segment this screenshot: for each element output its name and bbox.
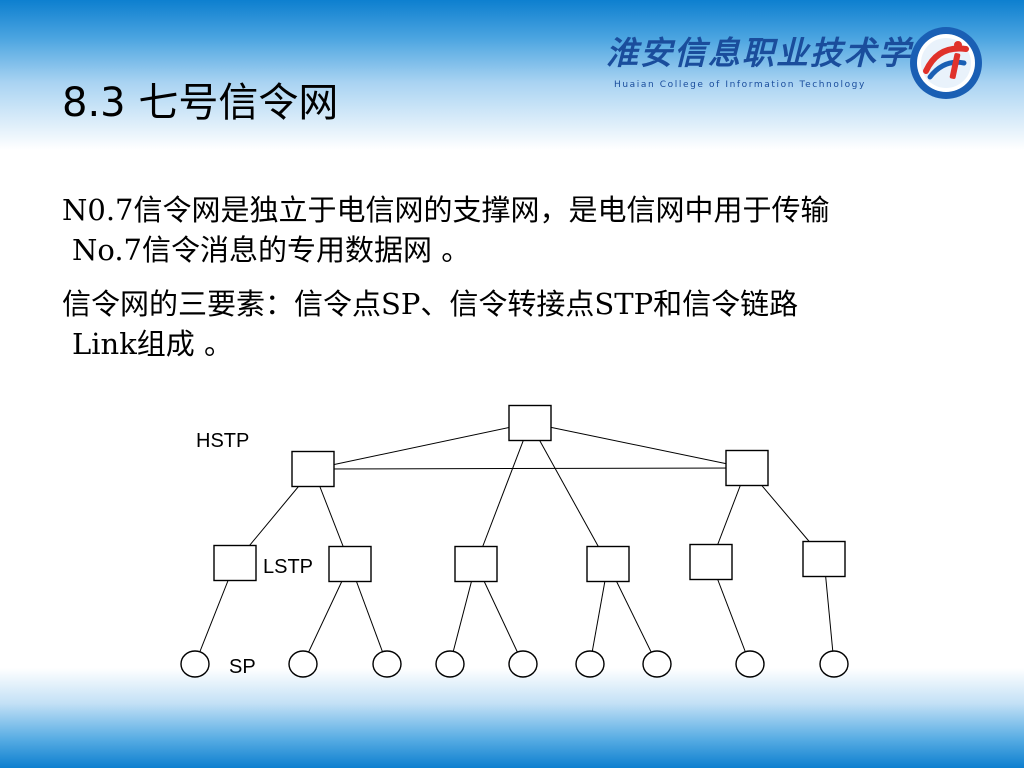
college-name-en: Huaian College of Information Technology <box>614 80 866 90</box>
stp-node-l3 <box>454 545 498 583</box>
paragraph-elements-line1: 信令网的三要素：信令点SP、信令转接点STP和信令链路 <box>62 287 799 321</box>
header-gradient <box>0 0 1024 150</box>
college-name-cn: 淮安信息职业技术学院 <box>606 34 947 72</box>
stp-node-h2 <box>725 449 769 487</box>
stp-node-root <box>508 404 552 442</box>
stp-node-l2 <box>328 545 372 583</box>
sp-node-s5 <box>508 650 538 678</box>
signaling-link-root-h1 <box>312 422 531 470</box>
signaling-link-root-h2 <box>529 422 748 469</box>
lstp-label: LSTP <box>263 556 313 578</box>
paragraph-definition-line1: N0.7信令网是独立于电信网的支撑网，是电信网中用于传输 <box>62 193 830 227</box>
sp-node-s9 <box>819 650 849 678</box>
sp-node-s6 <box>575 650 605 678</box>
sp-node-s2 <box>288 650 318 678</box>
paragraph-definition: N0.7信令网是独立于电信网的支撑网，是电信网中用于传输 No.7信令消息的专用… <box>62 190 982 270</box>
footer-gradient <box>0 668 1024 768</box>
sp-label: SP <box>229 656 256 678</box>
sp-node-s7 <box>642 650 672 678</box>
nodes-layer <box>180 404 849 678</box>
signaling-link-root-l3 <box>475 422 531 565</box>
sp-node-s8 <box>735 650 765 678</box>
signaling-link-h1-h2 <box>312 467 748 470</box>
sp-node-s3 <box>372 650 402 678</box>
sp-node-s4 <box>435 650 465 678</box>
hstp-label: HSTP <box>196 430 249 452</box>
stp-node-h1 <box>291 450 335 488</box>
paragraph-definition-line2: No.7信令消息的专用数据网 。 <box>72 233 471 267</box>
stp-node-l1 <box>213 544 257 582</box>
college-emblem-icon <box>910 27 982 99</box>
stp-node-l5 <box>689 543 733 581</box>
sp-node-s1 <box>180 650 210 678</box>
stp-node-l6 <box>802 540 846 578</box>
paragraph-elements: 信令网的三要素：信令点SP、信令转接点STP和信令链路 Link组成 。 <box>62 284 982 364</box>
stp-node-l4 <box>586 545 630 583</box>
signaling-link-root-l4 <box>529 422 609 565</box>
paragraph-elements-line2: Link组成 。 <box>72 327 234 361</box>
slide-title: 8.3 七号信令网 <box>62 80 339 126</box>
